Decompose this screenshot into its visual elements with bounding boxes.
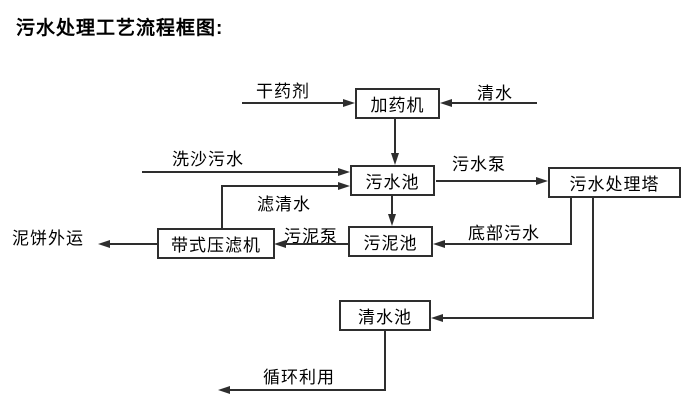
node-clear-water-pool: 清水池: [339, 300, 431, 331]
label-dry-agent: 干药剂: [256, 82, 310, 101]
label-sludge-pump: 污泥泵: [284, 227, 338, 246]
edge-tower-to-clear-line: [443, 317, 594, 319]
edge-recycle-arrowhead-icon: [218, 386, 230, 394]
label-clear-water: 清水: [477, 84, 513, 103]
edge-filtered-water-line: [221, 185, 338, 187]
node-sewage-pool: 污水池: [350, 165, 435, 196]
edge-bottom-sewage-arrowhead-icon: [433, 240, 445, 248]
node-clear-water-pool-label: 清水池: [358, 308, 412, 327]
label-bottom-sewage: 底部污水: [468, 224, 540, 243]
edge-cake-out-line: [110, 243, 157, 245]
edge-filtered-water-arrowhead-icon: [338, 182, 350, 190]
edge-tower-to-clear-arrowhead-icon: [431, 314, 443, 322]
edge-cake-out-arrowhead-icon: [98, 240, 110, 248]
label-sewage-pump: 污水泵: [452, 155, 506, 174]
edge-clear-water-arrowhead-icon: [440, 99, 452, 107]
edge-recycle-line: [230, 389, 386, 391]
node-treatment-tower: 污水处理塔: [548, 167, 681, 198]
label-filtered-water: 滤清水: [257, 195, 311, 214]
edge-sand-washing-arrowhead-icon: [338, 168, 350, 176]
label-recycle: 循环利用: [263, 368, 335, 387]
edge-sludge-pump-arrowhead-icon: [274, 240, 286, 248]
node-belt-filter-press-label: 带式压滤机: [171, 236, 261, 255]
edge-tower-to-clear-elbow: [592, 198, 594, 319]
edge-sewage-to-sludge-line: [391, 196, 393, 215]
edge-dosing-to-sewage-arrowhead-icon: [391, 153, 399, 165]
node-dosing-machine-label: 加药机: [370, 96, 425, 115]
node-sludge-pool-label: 污泥池: [363, 234, 418, 253]
node-sewage-pool-label: 污水池: [365, 173, 420, 192]
edge-filtered-water-elbow: [221, 185, 223, 228]
edge-sewage-pump-line: [436, 180, 536, 182]
edge-sand-washing-line: [142, 171, 339, 173]
node-treatment-tower-label: 污水处理塔: [569, 175, 660, 194]
node-dosing-machine: 加药机: [355, 88, 440, 119]
edge-clear-water-line: [452, 102, 537, 104]
page-title: 污水处理工艺流程框图:: [16, 18, 224, 39]
edge-dosing-to-sewage-line: [394, 119, 396, 154]
edge-dry-agent-arrowhead-icon: [343, 99, 355, 107]
edge-dry-agent-line: [242, 102, 343, 104]
edge-sewage-pump-arrowhead-icon: [536, 177, 548, 185]
node-sludge-pool: 污泥池: [348, 226, 433, 257]
edge-recycle-elbow: [384, 331, 386, 391]
label-sand-washing-sewage: 洗沙污水: [172, 150, 244, 169]
edge-bottom-sewage-elbow: [570, 198, 572, 245]
edge-bottom-sewage-line: [445, 243, 572, 245]
edge-sludge-pump-line: [286, 243, 348, 245]
label-sludge-cake-out: 泥饼外运: [12, 229, 84, 248]
edge-sewage-to-sludge-arrowhead-icon: [388, 214, 396, 226]
node-belt-filter-press: 带式压滤机: [157, 228, 275, 259]
